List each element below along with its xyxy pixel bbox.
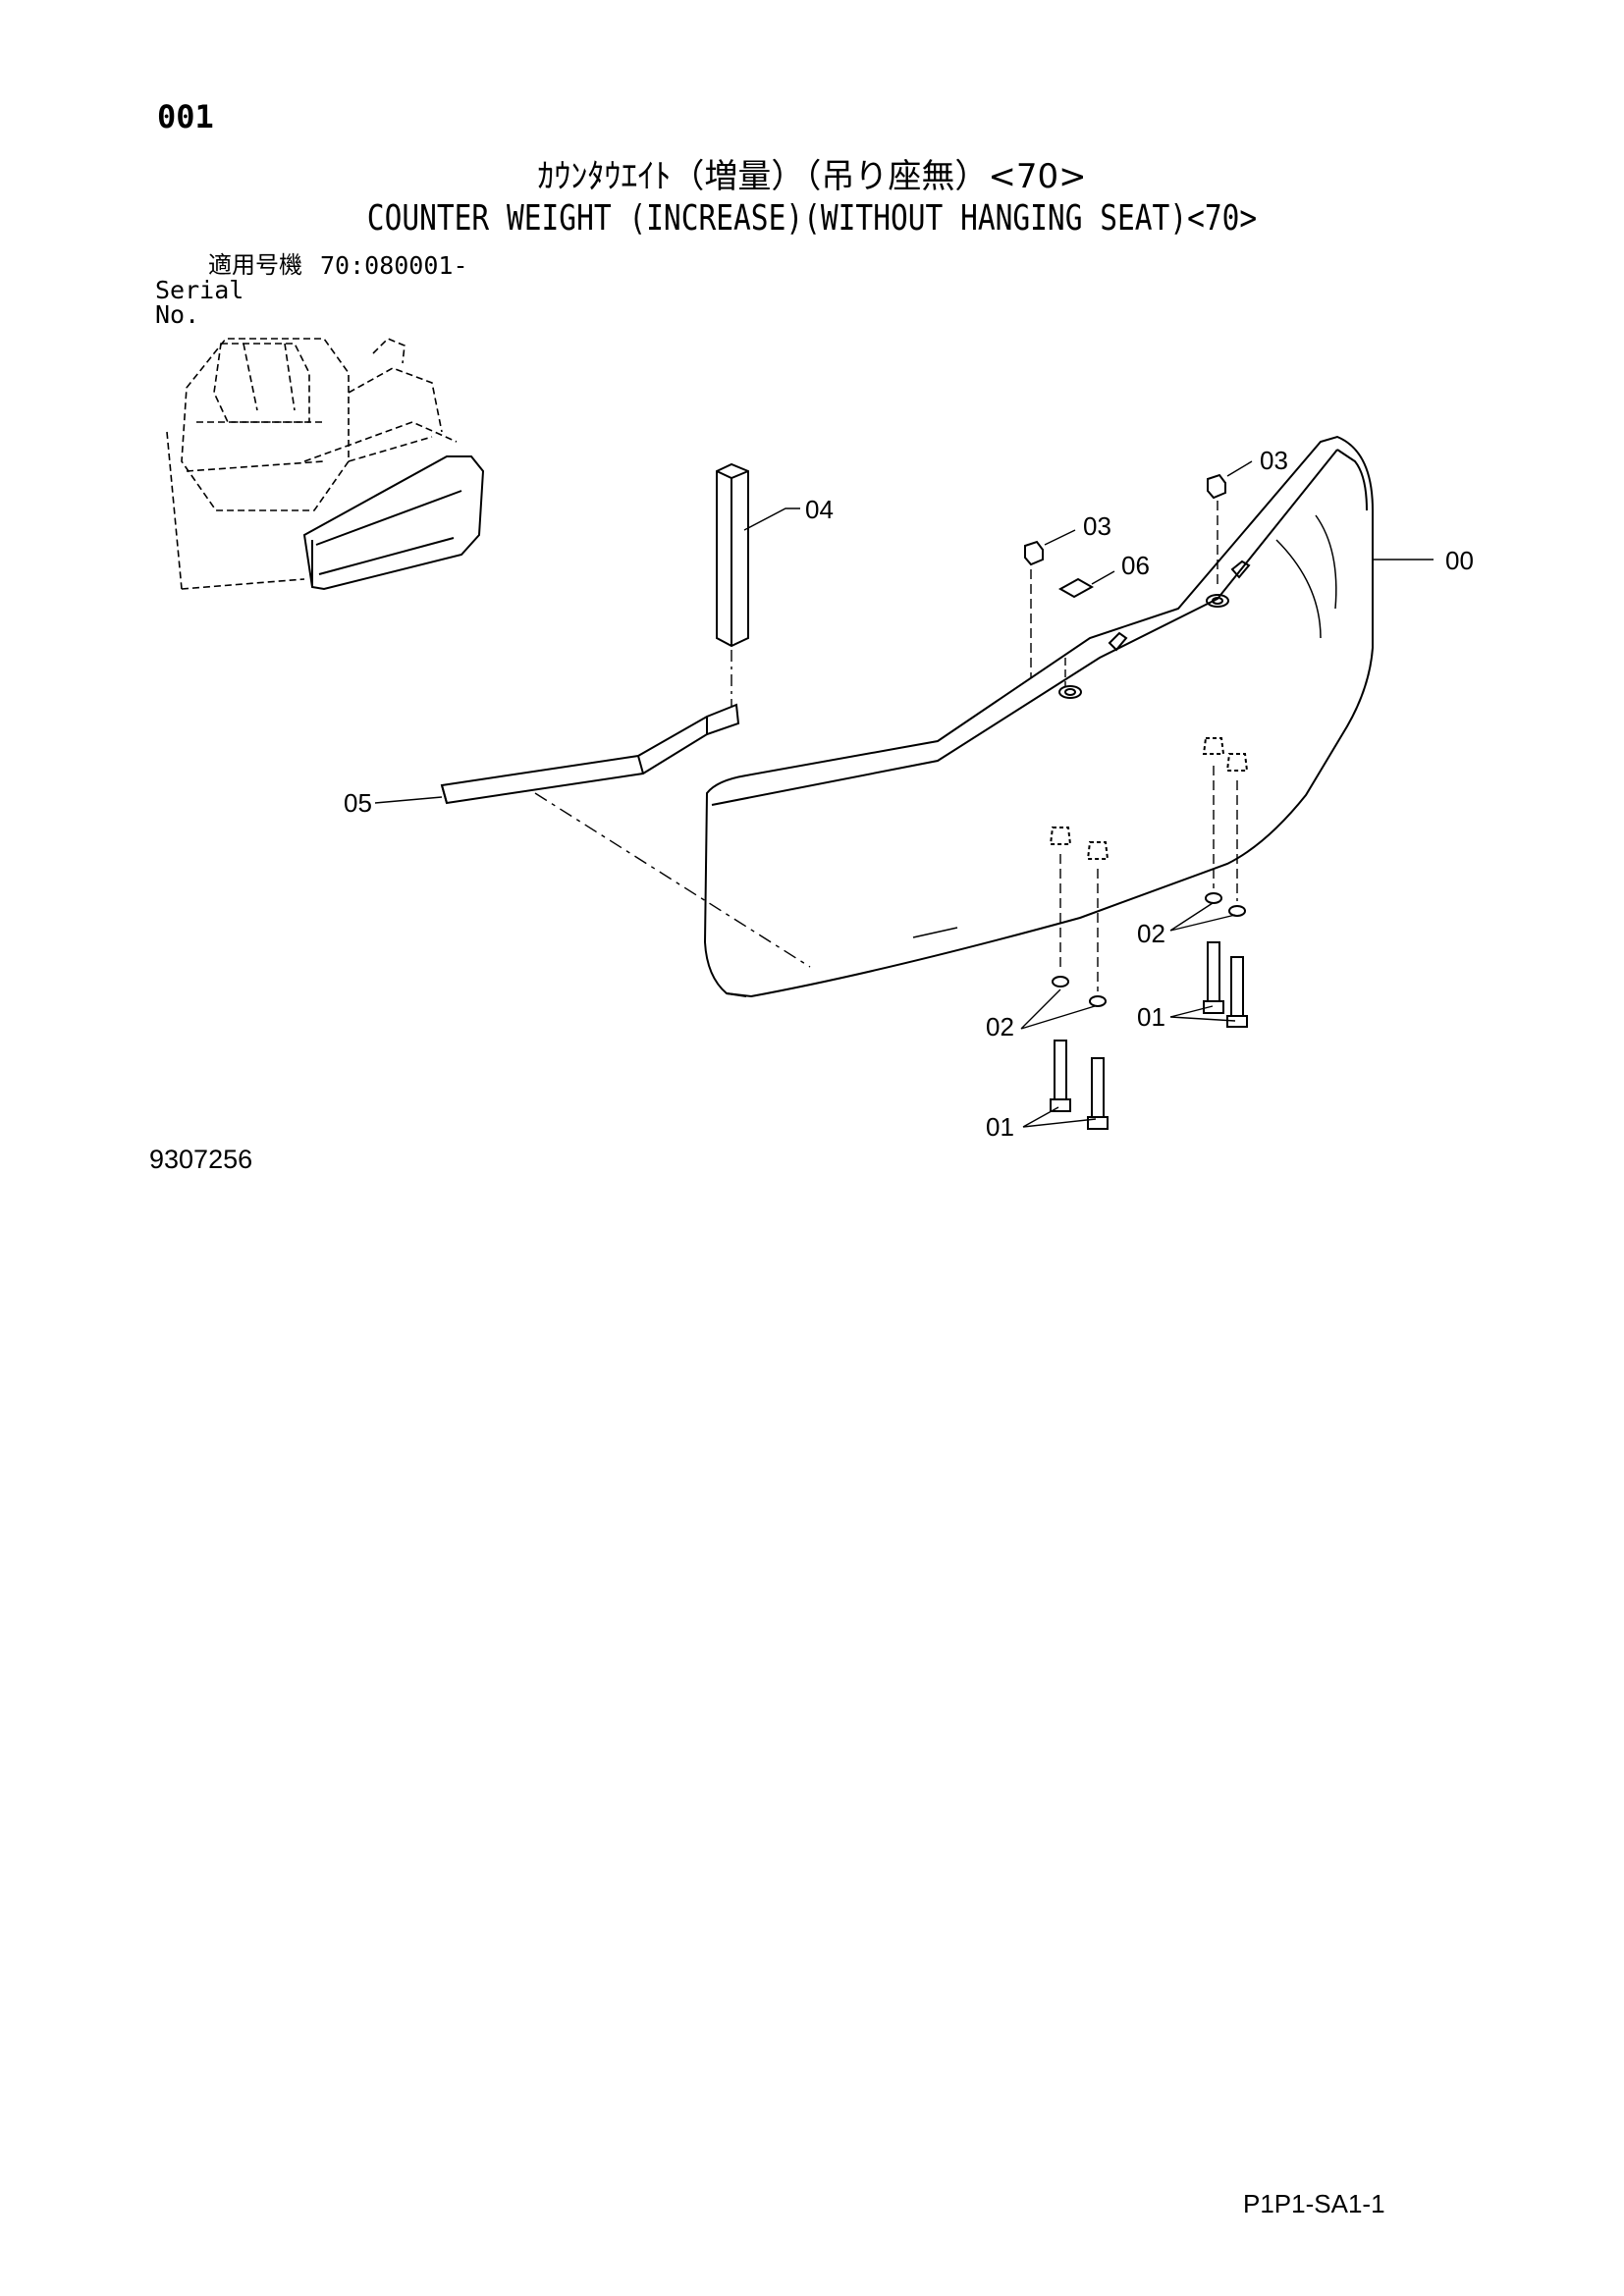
callout-01-left: 01 [986, 1112, 1014, 1142]
callout-03-left: 03 [1083, 511, 1111, 541]
callout-04: 04 [805, 495, 834, 524]
part-00-counterweight [703, 435, 1374, 998]
machine-thumbnail [166, 338, 458, 590]
serial-block: 適用号機 70:080001- Serial No. [155, 251, 468, 329]
part-04-block [716, 462, 749, 648]
drawing-number: 9307256 [149, 1145, 253, 1174]
callout-00: 00 [1445, 546, 1474, 575]
bolt-group-left [1020, 827, 1110, 1130]
title-japanese: ｶｳﾝﾀｳｴｲﾄ（増量）（吊り座無）<70> [537, 157, 1087, 196]
counterweight-thumbnail [302, 455, 485, 591]
serial-value: 70:080001- [320, 251, 468, 280]
serial-label-english: Serial No. [155, 276, 244, 329]
title-english: COUNTER WEIGHT (INCREASE)(WITHOUT HANGIN… [366, 198, 1258, 239]
part-05-bar [440, 703, 740, 805]
callout-03-right: 03 [1260, 446, 1288, 475]
callout-02-left: 02 [986, 1012, 1014, 1041]
serial-label-japanese: 適用号機 [208, 251, 302, 279]
page-number: 001 [157, 98, 214, 135]
callout-06: 06 [1121, 551, 1150, 580]
bolt-group-right [1169, 737, 1249, 1028]
callout-02-right: 02 [1137, 919, 1165, 948]
callout-01-right: 01 [1137, 1002, 1165, 1032]
callout-05: 05 [344, 788, 372, 818]
page-code: P1P1-SA1-1 [1243, 2189, 1385, 2218]
